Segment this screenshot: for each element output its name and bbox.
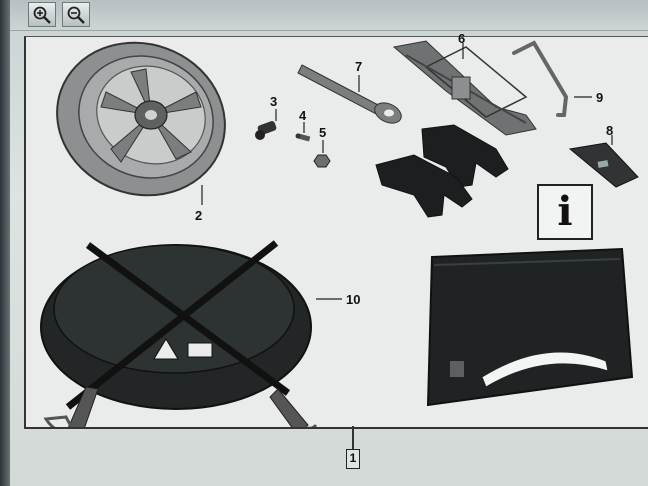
- wheel-bag-drawing: [40, 240, 318, 427]
- spare-wheel-drawing: [56, 41, 226, 197]
- callout-2: 2: [195, 208, 203, 223]
- viewer-toolbar: [10, 0, 648, 31]
- page-number-callout: 1: [346, 449, 360, 469]
- tool-roll-drawing: [426, 247, 634, 407]
- callout-5: 5: [319, 125, 327, 140]
- crank-drawing: [512, 40, 569, 117]
- valve-drawing: [255, 121, 277, 140]
- callout-10: 10: [346, 292, 361, 307]
- zoom-out-button[interactable]: [62, 2, 90, 27]
- parts-illustration: [40, 40, 639, 427]
- page-callout-line: [352, 426, 354, 449]
- callout-7: 7: [355, 59, 363, 74]
- callout-8: 8: [606, 123, 614, 138]
- nut-drawing: [313, 154, 331, 168]
- callout-4: 4: [299, 108, 307, 123]
- zoom-out-icon: [67, 6, 85, 24]
- wrench-drawing: [297, 64, 402, 124]
- callout-3: 3: [270, 94, 278, 109]
- zoom-in-button[interactable]: [28, 2, 56, 27]
- parts-diagram: 2 3 4 5 6 7 8 9 10 i: [24, 31, 648, 429]
- jack-drawing: [392, 40, 537, 136]
- bolt-drawing: [295, 133, 311, 142]
- info-symbol: i: [557, 188, 573, 235]
- callout-9: 9: [596, 90, 604, 105]
- tool-bag-small-drawing: [568, 142, 639, 188]
- info-icon: i: [537, 184, 593, 240]
- window-left-edge: [0, 0, 10, 486]
- gloves-drawing: [375, 124, 509, 218]
- callout-6: 6: [458, 31, 466, 46]
- zoom-in-icon: [33, 6, 51, 24]
